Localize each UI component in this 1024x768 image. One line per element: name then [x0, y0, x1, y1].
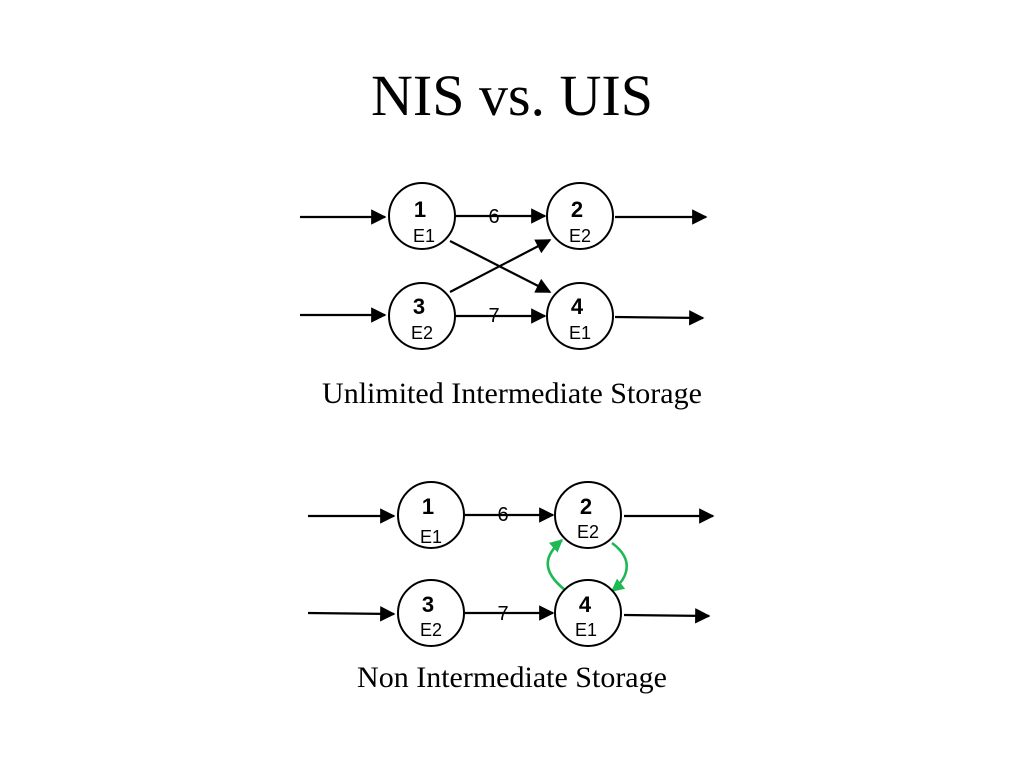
uis-node-2: 2 E2 [546, 182, 614, 250]
uis-node-4-number: 4 [571, 294, 584, 319]
slide-title: NIS vs. UIS [371, 63, 653, 128]
uis-node-3: 3 E2 [388, 282, 456, 350]
uis-output-arrow-4 [614, 310, 705, 326]
nis-node-2-equipment: E2 [577, 522, 599, 542]
uis-diagram: 6 7 1 E1 2 E2 3 E2 4 E1 Unlimited Interm… [300, 182, 708, 410]
uis-node-1: 1 E1 [388, 182, 456, 250]
nis-node-3: 3 E2 [397, 579, 465, 647]
nis-swap-arrow-4-to-2 [546, 539, 566, 592]
uis-caption: Unlimited Intermediate Storage [322, 377, 702, 410]
nis-node-2: 2 E2 [554, 481, 622, 549]
uis-node-1-number: 1 [414, 197, 426, 222]
nis-swap-arrow-2-to-4 [610, 541, 629, 593]
uis-node-2-number: 2 [571, 197, 583, 222]
nis-node-4: 4 E1 [554, 579, 622, 647]
nis-node-4-number: 4 [579, 592, 592, 617]
uis-edge-3-2 [449, 239, 552, 293]
nis-diagram: 6 7 1 E1 2 E2 3 E2 4 E1 Non Intermediate… [307, 481, 715, 694]
uis-node-2-equipment: E2 [569, 226, 591, 246]
nis-node-4-equipment: E1 [575, 620, 597, 640]
nis-output-arrow-4 [623, 608, 711, 624]
uis-node-3-number: 3 [413, 294, 425, 319]
nis-node-1-number: 1 [422, 494, 434, 519]
uis-node-4: 4 E1 [546, 282, 614, 350]
nis-node-3-equipment: E2 [420, 620, 442, 640]
uis-node-3-equipment: E2 [411, 323, 433, 343]
nis-caption: Non Intermediate Storage [357, 661, 667, 694]
nis-edge-label-top: 6 [497, 504, 508, 526]
uis-edge-label-top: 6 [488, 206, 499, 228]
nis-input-arrow-3 [307, 606, 396, 622]
nis-node-3-number: 3 [422, 592, 434, 617]
uis-node-4-equipment: E1 [569, 323, 591, 343]
nis-node-2-number: 2 [580, 494, 592, 519]
uis-node-1-equipment: E1 [413, 226, 435, 246]
nis-edge-label-bottom: 7 [497, 603, 508, 625]
nis-node-1: 1 E1 [397, 481, 465, 549]
nis-node-1-equipment: E1 [420, 527, 442, 547]
uis-edge-label-bottom: 7 [488, 305, 499, 327]
